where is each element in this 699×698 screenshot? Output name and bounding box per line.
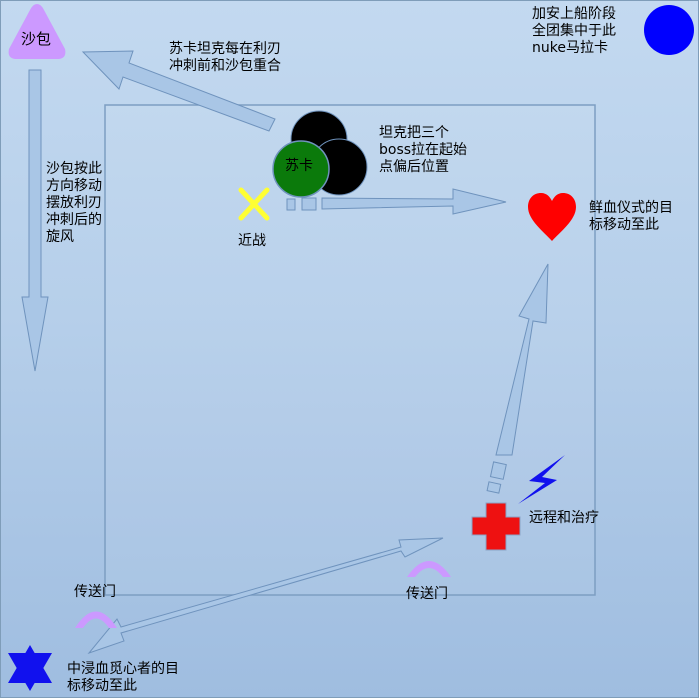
suka-label: 苏卡	[285, 158, 313, 174]
sandbag-path-arrow	[21, 69, 49, 372]
boarding-note: 加安上船阶段 全团集中于此 nuke马拉卡	[532, 6, 616, 56]
suka-tank-note: 苏卡坦克每在利刃 冲刺前和沙包重合	[169, 41, 281, 74]
lightning-icon	[518, 455, 565, 504]
heart-icon	[528, 193, 576, 241]
portal-link-arrow	[87, 537, 444, 655]
arrow-dash	[486, 481, 502, 494]
ranged-heal-label: 远程和治疗	[529, 510, 599, 526]
suka-to-sandbag-arrow	[81, 50, 276, 132]
sandbag-path-note: 沙包按此 方向移动 摆放利刃 冲刺后的 旋风	[46, 161, 102, 245]
sandbag-label: 沙包	[21, 30, 52, 48]
portal-right-label: 传送门	[406, 586, 448, 602]
star-icon	[8, 645, 52, 691]
red-cross-icon	[471, 502, 521, 551]
portal-left-label: 传送门	[74, 584, 116, 600]
melee-label: 近战	[238, 233, 266, 249]
suka-circle	[272, 140, 330, 198]
melee-x-icon	[238, 187, 270, 221]
ranged-to-heart-arrow	[495, 263, 549, 456]
seeker-note: 中浸血觅心者的目 标移动至此	[67, 661, 179, 694]
melee-to-heart-arrow	[321, 188, 507, 215]
arrow-dash	[286, 198, 296, 211]
sandbag-triangle	[8, 4, 66, 59]
boss-position-note: 坦克把三个 boss拉在起始 点偏后位置	[379, 125, 468, 175]
portal-arc-icon	[407, 561, 451, 577]
arrow-dash	[301, 197, 317, 211]
blood-ritual-note: 鲜血仪式的目 标移动至此	[589, 200, 673, 233]
blue-circle-icon	[644, 5, 694, 55]
portal-arc-icon	[75, 611, 117, 628]
arrow-dash	[489, 461, 507, 480]
